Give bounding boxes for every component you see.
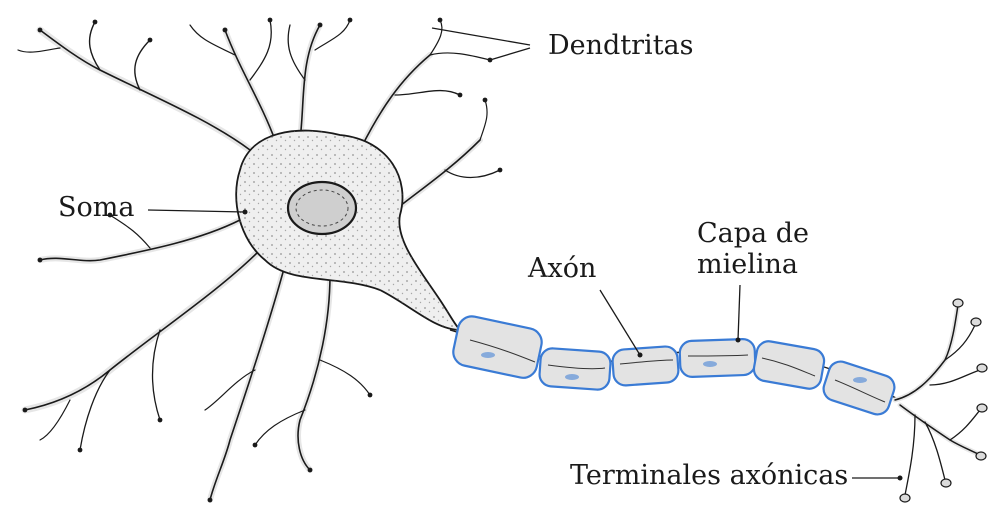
axon-terminals bbox=[895, 299, 987, 502]
dendrites bbox=[18, 18, 502, 503]
label-axon: Axón bbox=[528, 253, 596, 284]
leader-dendritas-1 bbox=[432, 28, 530, 45]
leader-soma bbox=[148, 210, 245, 212]
leader-axon bbox=[600, 290, 640, 355]
label-dendritas: Dendtritas bbox=[548, 30, 694, 61]
axon bbox=[450, 314, 900, 418]
leader-dendritas-2 bbox=[490, 48, 530, 60]
leader-capa bbox=[738, 285, 740, 340]
label-capa-line1: Capa de bbox=[697, 218, 809, 249]
label-terminales-axonicas: Terminales axónicas bbox=[570, 460, 848, 491]
label-capa-de-mielina: Capa de mielina bbox=[697, 218, 809, 280]
label-capa-line2: mielina bbox=[697, 249, 809, 280]
soma-body bbox=[236, 131, 460, 330]
label-soma: Soma bbox=[58, 192, 134, 223]
myelin-sheath bbox=[451, 314, 898, 418]
